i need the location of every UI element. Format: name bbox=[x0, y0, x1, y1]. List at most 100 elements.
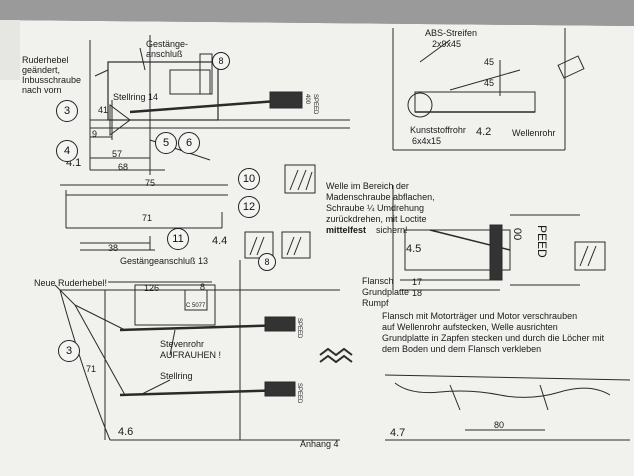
label-gestaenge: Gestänge- bbox=[146, 39, 189, 49]
hull-curve bbox=[59, 289, 111, 441]
dim-68: 68 bbox=[118, 162, 129, 172]
note-welle-line: Schraube ¼ Umdrehung bbox=[326, 203, 425, 213]
figure-4-1: 4.1 bbox=[66, 157, 82, 169]
label-gestaenge: anschluß bbox=[146, 49, 183, 59]
note-flansch-line: auf Wellenrohr aufstecken, Welle ausrich… bbox=[382, 322, 558, 332]
figure-4-6: 4.6 bbox=[118, 426, 134, 438]
leader-gestaenge bbox=[139, 47, 146, 71]
dim-38: 38 bbox=[108, 243, 119, 253]
label-anhang: Anhang 4 bbox=[300, 439, 339, 449]
label-gestaenge13: Gestängeanschluß 13 bbox=[120, 256, 209, 266]
label-rumpf: Rumpf bbox=[362, 298, 389, 308]
dim-126: 126 bbox=[144, 283, 160, 293]
paper-fold-shadow bbox=[0, 20, 20, 80]
part-number-11: 11 bbox=[167, 228, 189, 250]
part-number-5: 5 bbox=[155, 132, 177, 154]
label-stevenrohr: Stevenrohr bbox=[160, 339, 205, 349]
label-kunststoffrohr: 6x4x15 bbox=[412, 136, 442, 146]
figure-4-2: 4.2 bbox=[476, 126, 492, 138]
gearbox-outline bbox=[134, 284, 216, 326]
dim-9: 9 bbox=[92, 129, 98, 139]
shaft-upper bbox=[119, 323, 291, 332]
part-number-10: 10 bbox=[238, 168, 260, 190]
label-00: 00 bbox=[511, 228, 523, 241]
label-grundplatte: Grundplatte bbox=[362, 287, 410, 297]
shaft-lower bbox=[119, 388, 291, 397]
label-speed: SPEED bbox=[312, 94, 318, 115]
motor-upper bbox=[264, 316, 296, 332]
part-number-4: 4 bbox=[56, 140, 78, 162]
figure-4-4: 4.4 bbox=[212, 235, 228, 247]
part-number-3: 3 bbox=[56, 100, 78, 122]
leader-ruderhebel-neu bbox=[54, 284, 76, 306]
note-welle-line: Welle im Bereich der bbox=[326, 181, 409, 191]
part-number-8b: 8 bbox=[258, 253, 276, 271]
note-flansch-line: Flansch mit Motorträger und Motor versch… bbox=[382, 311, 578, 321]
motor-icon-box bbox=[284, 164, 316, 194]
prop-shaft bbox=[449, 384, 461, 411]
hull-profile bbox=[394, 382, 611, 398]
dim-17: 17 bbox=[412, 277, 423, 287]
dim-80: 80 bbox=[494, 420, 505, 430]
label-c5077: C 5077 bbox=[186, 303, 206, 309]
label-speed: SPEED bbox=[296, 318, 302, 339]
motor-lower bbox=[264, 381, 296, 397]
prop-shaft bbox=[539, 384, 549, 411]
servo-body bbox=[169, 69, 211, 95]
part-number-12: 12 bbox=[238, 196, 260, 218]
leader-ruderhebel-neu3 bbox=[74, 304, 126, 396]
label-stellring14: Stellring 14 bbox=[113, 92, 159, 102]
note-flansch-line: Grundplatte in Zapfen stecken und durch … bbox=[382, 333, 605, 343]
motor-icon-box bbox=[281, 231, 311, 259]
servo-c5077 bbox=[184, 289, 208, 311]
rudder-hub bbox=[109, 104, 131, 136]
dim-57: 57 bbox=[112, 149, 123, 159]
kunststoffrohr-ring bbox=[407, 92, 433, 118]
motor-icon-box bbox=[574, 241, 606, 271]
label-aufrauhen: AUFRAUHEN ! bbox=[160, 350, 222, 360]
abs-strip-detail bbox=[557, 55, 585, 79]
dim-75: 75 bbox=[145, 178, 156, 188]
flansch-plate bbox=[489, 224, 503, 281]
dim-45: 45 bbox=[484, 57, 495, 67]
leader-ruderhebel-neu2 bbox=[74, 304, 126, 331]
part-number-3b: 3 bbox=[58, 340, 80, 362]
abs-strip bbox=[449, 69, 521, 91]
label-abs: ABS-Streifen bbox=[425, 28, 478, 38]
drive-shaft bbox=[129, 98, 291, 114]
servo-mount bbox=[199, 53, 213, 95]
label-ruderhebel: Ruderhebel bbox=[22, 55, 69, 65]
break-symbol bbox=[319, 347, 353, 364]
label-abs: 2x9x45 bbox=[432, 39, 462, 49]
dim-71b: 71 bbox=[86, 364, 97, 374]
leader-ruderhebel bbox=[94, 69, 109, 77]
motor-speed400 bbox=[269, 91, 303, 109]
label-peed: PEED bbox=[535, 225, 549, 258]
dim-71: 71 bbox=[142, 213, 153, 223]
dim-45: 45 bbox=[484, 78, 495, 88]
part-number-8: 8 bbox=[212, 52, 230, 70]
dim-41: 41 bbox=[98, 105, 109, 115]
label-kunststoffrohr: Kunststoffrohr bbox=[410, 125, 466, 135]
label-neue-ruderhebel: Neue Ruderhebel! bbox=[34, 278, 108, 288]
figure-4-7: 4.7 bbox=[390, 427, 406, 439]
dim-18: 18 bbox=[412, 288, 423, 298]
note-welle-line: sichern! bbox=[376, 225, 408, 235]
table-background bbox=[0, 0, 634, 26]
note-welle-line: Madenschraube abflachen, bbox=[326, 192, 435, 202]
leader-stevenrohr bbox=[169, 329, 176, 356]
label-400: 400 bbox=[304, 94, 310, 105]
label-stellring: Stellring bbox=[160, 371, 193, 381]
label-ruderhebel: Inbusschraube bbox=[22, 75, 82, 85]
note-flansch-line: dem Boden und dem Flansch verkleben bbox=[382, 344, 542, 354]
part-number-6: 6 bbox=[178, 132, 200, 154]
leader-stellring bbox=[139, 379, 171, 396]
label-flansch: Flansch bbox=[362, 276, 394, 286]
label-wellenrohr: Wellenrohr bbox=[512, 128, 556, 138]
label-speed: SPEED bbox=[296, 383, 302, 404]
leader-abs bbox=[419, 39, 451, 63]
dim-8: 8 bbox=[200, 282, 206, 292]
note-welle-bold: mittelfest bbox=[326, 225, 367, 235]
label-ruderhebel: geändert, bbox=[22, 65, 61, 75]
